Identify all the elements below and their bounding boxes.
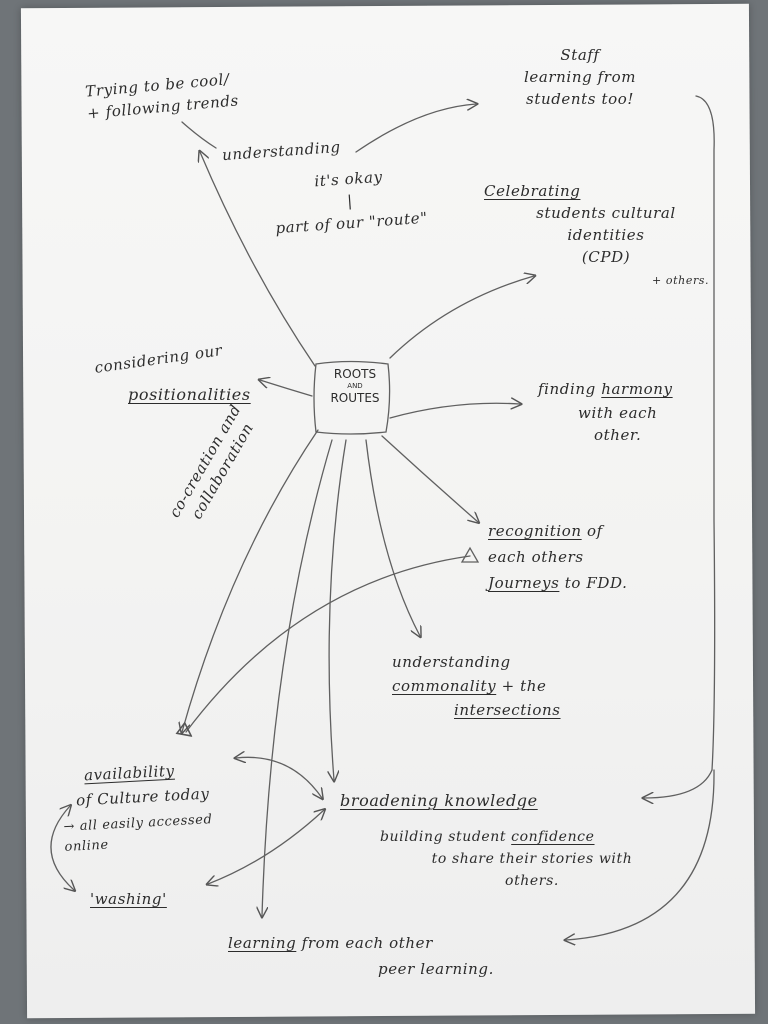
hook-trying <box>181 121 217 149</box>
line-to-learning-right <box>566 769 715 940</box>
center-line2: AND <box>347 382 363 390</box>
building-text-a: building student <box>380 829 512 845</box>
line-to-staff <box>355 104 476 153</box>
line-availability-washing <box>50 806 74 890</box>
node-learning: learning from each other <box>228 932 433 954</box>
commonality-text-c: + the <box>501 677 547 695</box>
line-right-loop <box>695 95 716 771</box>
node-staff-learning: Staff learning from students too! <box>523 46 637 108</box>
line-to-recognition <box>381 435 478 522</box>
node-availability-online: → all easily accessed online <box>63 812 213 855</box>
node-recognition: recognition of each others Journeys to F… <box>488 518 627 596</box>
line-to-learning <box>262 439 333 916</box>
line-to-harmony <box>389 403 520 419</box>
node-building-body: to share their stories with others. <box>431 851 633 889</box>
center-line1: ROOTS <box>333 367 377 381</box>
center-box <box>313 360 391 435</box>
recognition-text-c: Journeys <box>488 574 560 592</box>
recognition-text-d: to FDD. <box>559 574 628 592</box>
line-to-availability <box>182 429 319 732</box>
node-broadening-knowledge: broadening knowledge <box>340 791 538 810</box>
node-washing: 'washing' <box>90 890 167 908</box>
line-to-commonality <box>365 439 420 636</box>
node-harmony: finding harmony <box>538 378 673 400</box>
node-celebrating-title: Celebrating <box>484 182 581 200</box>
center-roots-and-routes: ROOTS AND ROUTES <box>320 367 390 406</box>
node-considering-positionalities: positionalities <box>128 385 251 404</box>
triangle-recognition <box>460 546 480 563</box>
line-to-broadening-right <box>644 769 713 798</box>
harmony-text-a: finding <box>538 380 602 398</box>
commonality-text-b: commonality <box>392 677 497 695</box>
line-to-broadening <box>329 439 347 780</box>
line-recognition-availability <box>186 555 471 732</box>
node-harmony-body: with each other. <box>578 404 658 444</box>
learning-text-b: from each other <box>296 934 433 952</box>
node-building-confidence: building student confidence <box>380 826 595 848</box>
line-availability-broadening <box>236 757 322 798</box>
line-to-understanding <box>200 152 316 367</box>
commonality-text-d: intersections <box>454 701 561 719</box>
node-understanding-body: it's okay | part of our "route" <box>274 167 429 238</box>
building-text-b: confidence <box>511 829 595 845</box>
node-celebrating-others: + others. <box>652 274 710 287</box>
center-line3: ROUTES <box>330 391 380 405</box>
node-celebrating-body: students cultural identities (CPD) <box>536 204 676 266</box>
learning-text-a: learning <box>228 934 297 952</box>
recognition-text-a: recognition <box>488 522 582 540</box>
commonality-text-a: understanding <box>392 653 511 671</box>
recognition-text-b: of each others <box>488 522 603 566</box>
line-to-considering <box>260 380 313 397</box>
node-peer-learning: peer learning. <box>378 960 494 978</box>
node-commonality: understanding commonality + the intersec… <box>392 650 561 722</box>
line-washing-broadening <box>208 810 324 884</box>
line-to-celebrating <box>389 276 534 359</box>
harmony-text-b: harmony <box>601 380 673 398</box>
